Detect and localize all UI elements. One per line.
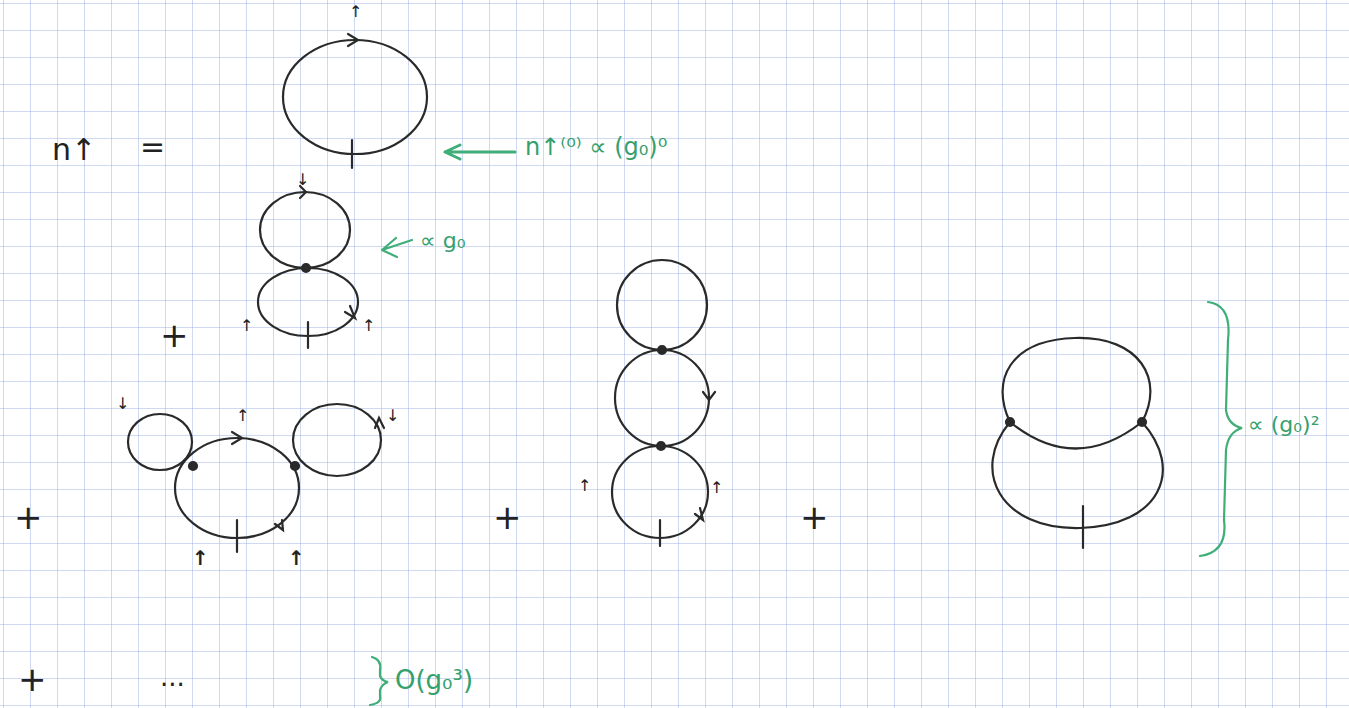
spin-label: ↑ (349, 4, 362, 20)
spin-label: ↑ (362, 318, 375, 334)
annotation: ∝ (g₀)² (1248, 414, 1319, 436)
symbol: n↑ (52, 135, 96, 165)
spin-label: ↑ (236, 408, 249, 424)
symbol: = (140, 132, 165, 162)
plus-sign: + (18, 662, 47, 696)
ellipsis: ... (160, 664, 185, 690)
plus-sign: + (800, 500, 829, 534)
spin-label: ↑ (192, 548, 209, 568)
spin-label: ↑ (288, 548, 305, 568)
spin-label: ↓ (116, 396, 129, 412)
curly-brace (370, 657, 388, 705)
plus-sign: + (160, 318, 189, 352)
plus-sign: + (493, 500, 522, 534)
spin-label: ↓ (386, 408, 399, 424)
annotation-marks (370, 145, 1242, 705)
annotation: ∝ g₀ (420, 230, 466, 252)
plus-sign: + (14, 500, 43, 534)
curly-brace (1200, 302, 1242, 556)
annotation: n↑⁽⁰⁾ ∝ (g₀)⁰ (525, 135, 667, 159)
spin-label: ↑ (710, 480, 723, 496)
spin-label: ↓ (296, 172, 309, 188)
annotation: O(g₀³) (395, 667, 473, 693)
spin-label: ↑ (578, 478, 591, 494)
spin-label: ↑ (240, 318, 253, 334)
feynman-diagrams (128, 34, 1163, 552)
